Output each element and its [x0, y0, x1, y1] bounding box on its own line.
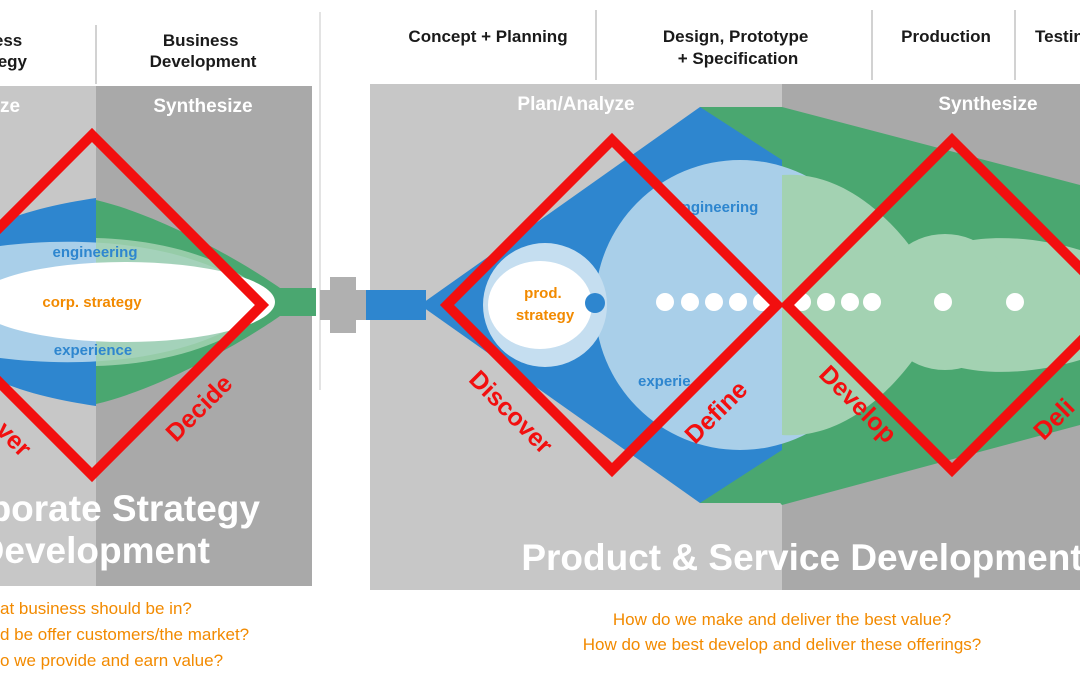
right-label-prod-strategy: prod. strategy [516, 285, 575, 324]
right-red-diamond-1 [439, 132, 785, 478]
right-dot [656, 293, 674, 311]
right-dot [863, 293, 881, 311]
right-label-experience: experie [638, 373, 691, 390]
left-red-diamond [0, 127, 270, 483]
left-label-corp-strategy: corp. strategy [42, 294, 142, 311]
right-dot [729, 293, 747, 311]
right-dot [817, 293, 835, 311]
right-label-engineering: ngineering [682, 199, 759, 216]
right-label-prod-line-2: strategy [516, 307, 575, 324]
right-header-testing: Testin [1035, 27, 1080, 46]
right-title: Product & Service Development [521, 537, 1080, 578]
right-dot [1006, 293, 1024, 311]
right-dot [841, 293, 859, 311]
right-dot [705, 293, 723, 311]
right-header-design-line-1: Design, Prototype [663, 27, 808, 46]
right-dot-row [656, 293, 1024, 311]
right-question-1: How do we make and deliver the best valu… [613, 610, 951, 629]
left-title-line-2: Development [0, 530, 210, 571]
left-question-1: at business should be in? [0, 599, 192, 618]
right-prod-bubble [488, 261, 592, 349]
right-label-prod-line-1: prod. [524, 285, 562, 302]
right-blue-dot [585, 293, 605, 313]
right-header-design-line-2: + Specification [678, 49, 798, 68]
left-band-analyze-label: ze [0, 96, 20, 117]
left-header-business-development: Business Development [150, 31, 257, 71]
left-header-bizdev-line-2: Development [150, 52, 257, 71]
right-header-design-prototype: Design, Prototype + Specification [663, 27, 813, 68]
left-question-2: d be offer customers/the market? [0, 625, 249, 644]
right-input-stem [366, 290, 426, 320]
left-header-strategy-line-1: ess [0, 31, 22, 50]
left-band-synthesize-label: Synthesize [153, 96, 252, 117]
left-header-strategy-line-2: egy [0, 52, 28, 71]
left-title-line-1: porate Strategy [0, 488, 260, 529]
connector-horizontal [320, 290, 366, 320]
left-panel: ess egy Business Development ze Synthesi… [0, 12, 321, 670]
left-label-experience: experience [54, 342, 132, 359]
right-header-production: Production [901, 27, 991, 46]
left-question-3: o we provide and earn value? [0, 651, 223, 670]
left-header-bizdev-line-1: Business [163, 31, 239, 50]
left-core-ellipse [0, 262, 275, 342]
right-red-diamond-2 [779, 132, 1080, 478]
right-dot [934, 293, 952, 311]
right-header-concept-planning: Concept + Planning [408, 27, 567, 46]
right-dot [681, 293, 699, 311]
right-panel: Concept + Planning Design, Prototype + S… [366, 10, 1080, 654]
right-question-2: How do we best develop and deliver these… [583, 635, 982, 654]
right-green-sliver-bottom [700, 450, 782, 503]
left-label-engineering: engineering [52, 244, 137, 261]
panel-connector [320, 277, 366, 333]
right-band-synthesize-label: Synthesize [938, 94, 1037, 115]
left-header-strategy: ess egy [0, 31, 28, 71]
right-green-sliver-top [700, 107, 782, 160]
right-band-plan-label: Plan/Analyze [517, 94, 634, 115]
right-light-green-circle-2 [1002, 252, 1080, 352]
